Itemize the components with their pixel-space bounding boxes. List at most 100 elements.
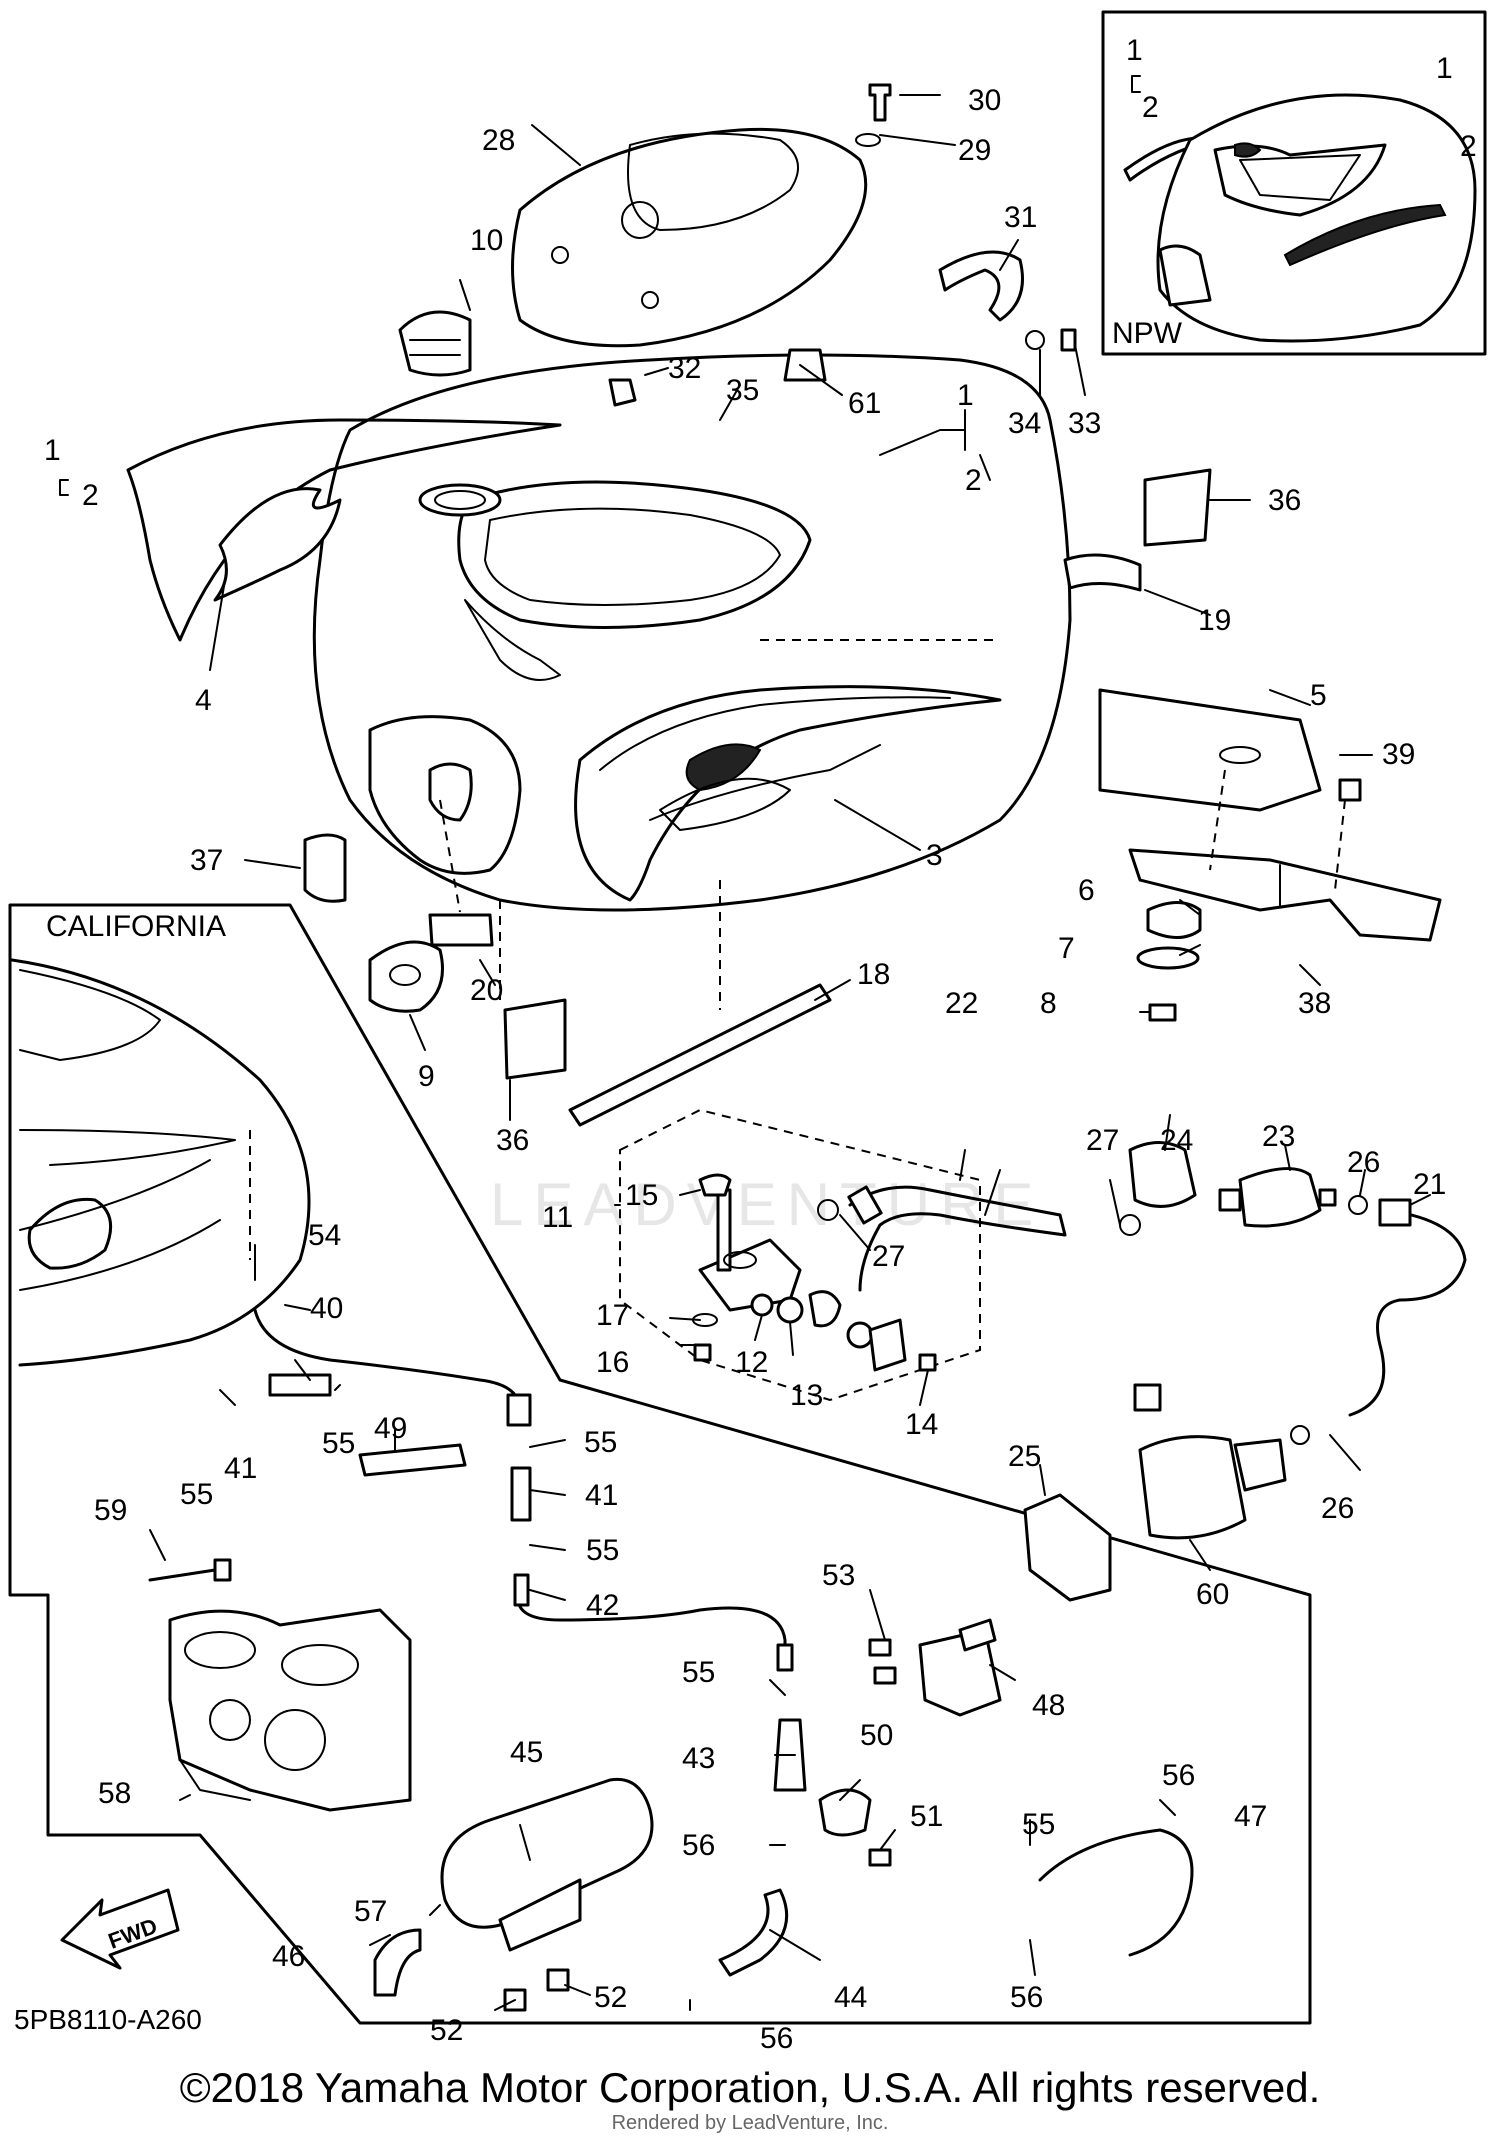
hose-47 xyxy=(1038,1828,1194,1957)
fuel-pump-60 xyxy=(1138,1435,1247,1540)
callout-1-tank: 1 xyxy=(957,379,974,412)
callout-29: 29 xyxy=(958,134,991,167)
callout-32: 32 xyxy=(668,352,701,385)
joint-41-b xyxy=(510,1466,532,1522)
callout-1-npw-right: 1 xyxy=(1436,52,1453,85)
california-box xyxy=(8,903,1312,2025)
grommet-61 xyxy=(783,348,827,382)
callout-55-f: 55 xyxy=(1022,1808,1055,1841)
callout-48: 48 xyxy=(1032,1689,1065,1722)
california-tank-detail xyxy=(10,958,311,1367)
callout-20: 20 xyxy=(470,974,503,1007)
hose-46 xyxy=(373,1928,422,1997)
callout-35: 35 xyxy=(726,374,759,407)
watermark: LEADVENTURE xyxy=(490,1171,1044,1238)
tank-rear-bracket xyxy=(1098,688,1442,942)
callout-22: 22 xyxy=(945,987,978,1020)
callout-54: 54 xyxy=(308,1219,341,1252)
diagram-code: 5PB8110-A260 xyxy=(14,2004,202,2035)
clamp-24 xyxy=(1128,1141,1197,1208)
bracket-31 xyxy=(938,250,1024,322)
callout-57: 57 xyxy=(354,1895,387,1928)
callout-56-b: 56 xyxy=(682,1829,715,1862)
callout-33: 33 xyxy=(1068,407,1101,440)
fwd-arrow xyxy=(60,1888,180,1970)
decal-4 xyxy=(126,418,562,642)
hose-44 xyxy=(718,1888,789,1977)
callout-2-npw-left: 2 xyxy=(1142,91,1159,124)
callout-41-left: 41 xyxy=(224,1452,257,1485)
callout-28: 28 xyxy=(482,124,515,157)
callout-61: 61 xyxy=(848,387,881,420)
callout-47: 47 xyxy=(1234,1800,1267,1833)
hose-22 xyxy=(848,1185,1067,1292)
callout-45: 45 xyxy=(510,1736,543,1769)
clip-32 xyxy=(608,378,637,407)
bolt-39 xyxy=(1338,778,1362,802)
rubber-strip-18 xyxy=(568,983,832,1127)
carburetor xyxy=(168,1608,412,1812)
callout-2-decal: 2 xyxy=(82,479,99,512)
canister-45 xyxy=(440,1777,654,1929)
callout-52-b: 52 xyxy=(430,2014,463,2047)
callout-36-left: 36 xyxy=(496,1124,529,1157)
callout-34: 34 xyxy=(1008,407,1041,440)
pad-20 xyxy=(428,913,494,947)
pad-19 xyxy=(1063,553,1142,592)
callout-59: 59 xyxy=(94,1494,127,1527)
callout-52-a: 52 xyxy=(594,1981,627,2014)
bracket-mark-left xyxy=(59,479,69,496)
callout-37: 37 xyxy=(190,844,223,877)
callout-49: 49 xyxy=(374,1412,407,1445)
callouts: 30 29 28 10 32 31 34 33 61 35 1 2 36 19 … xyxy=(44,34,1477,2055)
hose-42 xyxy=(516,1598,787,1662)
callout-10: 10 xyxy=(470,224,503,257)
bolt-52-b xyxy=(546,1968,570,1992)
callout-55-a: 55 xyxy=(584,1426,617,1459)
callout-19: 19 xyxy=(1198,604,1231,637)
callout-16: 16 xyxy=(596,1346,629,1379)
callout-1-decal: 1 xyxy=(44,434,61,467)
npw-label: NPW xyxy=(1112,317,1183,350)
washer-34 xyxy=(1025,330,1045,350)
callout-12: 12 xyxy=(735,1346,768,1379)
callout-5: 5 xyxy=(1310,679,1327,712)
callout-9: 9 xyxy=(418,1060,435,1093)
hose-21 xyxy=(1348,1208,1467,1417)
bolt-33 xyxy=(1060,328,1077,352)
callout-8: 8 xyxy=(1040,987,1057,1020)
fuel-cock-assembly xyxy=(619,1108,981,1402)
callout-55-b: 55 xyxy=(322,1427,355,1460)
clamp-50 xyxy=(818,1788,872,1837)
bolt-53-a xyxy=(868,1638,892,1657)
bolt-51 xyxy=(868,1848,892,1867)
california-label: CALIFORNIA xyxy=(46,910,226,943)
callout-17: 17 xyxy=(596,1299,629,1332)
callout-7: 7 xyxy=(1058,932,1075,965)
leader-lines xyxy=(149,94,1431,2011)
callout-27-bottom: 27 xyxy=(872,1240,905,1273)
clip-27-b xyxy=(817,1199,839,1221)
tank-cover xyxy=(398,127,868,377)
callout-51: 51 xyxy=(910,1800,943,1833)
callout-55-c: 55 xyxy=(180,1478,213,1511)
clip-26-a xyxy=(1348,1195,1368,1215)
callout-30: 30 xyxy=(968,84,1001,117)
hose-59 xyxy=(148,1568,217,1582)
fuel-filter-23 xyxy=(1238,1167,1322,1228)
hose-49 xyxy=(358,1443,467,1477)
callout-55-d: 55 xyxy=(586,1534,619,1567)
callout-14: 14 xyxy=(905,1408,938,1441)
callout-3: 3 xyxy=(926,839,943,872)
callout-11: 11 xyxy=(542,1201,573,1234)
clip-27-a xyxy=(1119,1214,1141,1236)
callout-56-c: 56 xyxy=(1010,1981,1043,2014)
bracket-mark-npw xyxy=(1131,75,1141,93)
callout-2-npw-right: 2 xyxy=(1460,130,1477,163)
bolt-8 xyxy=(1148,1003,1177,1022)
callout-39: 39 xyxy=(1382,738,1415,771)
callout-41-right: 41 xyxy=(585,1479,618,1512)
callout-40: 40 xyxy=(310,1292,343,1325)
joint-41-a xyxy=(268,1373,332,1397)
